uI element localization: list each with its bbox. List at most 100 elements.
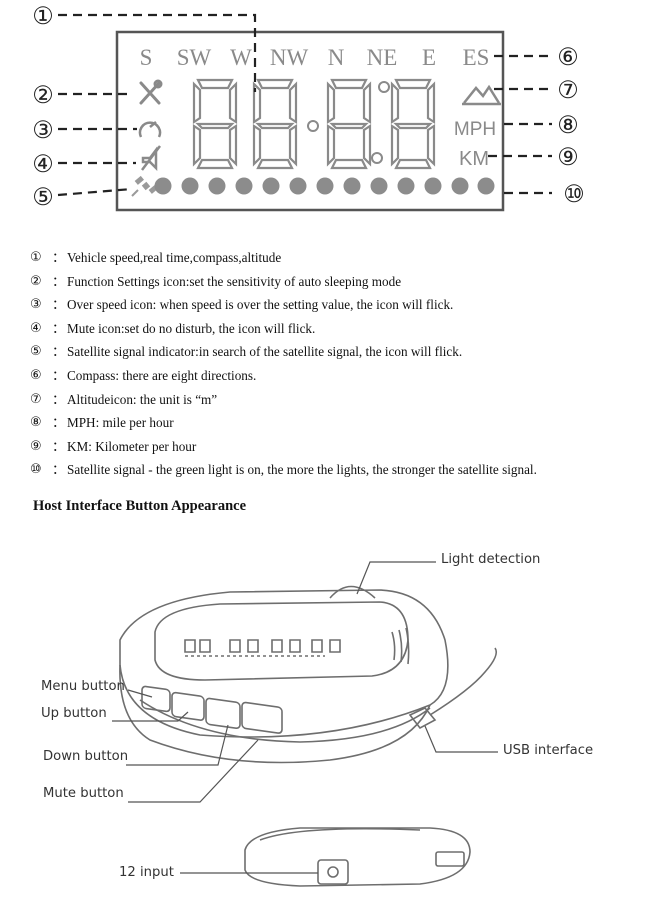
- legend-number: ②: [30, 273, 42, 289]
- signal-dot: [181, 177, 199, 195]
- legend-text: Compass: there are eight directions.: [67, 367, 257, 383]
- legend-text: KM: Kilometer per hour: [67, 438, 197, 454]
- legend-item: ② ：Function Settings icon:set the sensiti…: [30, 270, 650, 294]
- signal-dot: [154, 177, 172, 195]
- down-button-label: Down button: [43, 749, 129, 764]
- legend-separator: ：: [52, 250, 66, 265]
- legend-item: ⑩ ：Satellite signal - the green light is …: [30, 458, 650, 482]
- speedometer-icon: [138, 121, 162, 138]
- legend-number: ①: [30, 250, 42, 265]
- callout-number: ⑤: [32, 183, 54, 211]
- callout-number: ⑧: [557, 111, 579, 139]
- device-side-view: [244, 827, 471, 887]
- signal-dot: [343, 177, 361, 195]
- legend-separator: ：: [52, 320, 66, 336]
- callout-number: ①: [32, 2, 54, 30]
- callout-number: ②: [32, 81, 54, 109]
- legend-item: ⑦：Altitudeicon: the unit is “m”: [30, 388, 650, 412]
- decimal-point: [371, 152, 383, 164]
- device-body: [119, 585, 498, 764]
- legend-separator: ：: [52, 367, 66, 383]
- legend-text: Altitudeicon: the unit is “m”: [67, 391, 218, 407]
- callout-numbers: ① ② ③ ④ ⑤ ⑥ ⑦ ⑧ ⑨ ⑩: [32, 2, 585, 211]
- callout-number: ⑥: [557, 43, 579, 71]
- legend-number: ⑩: [30, 462, 42, 478]
- legend-item: ⑥ ：Compass: there are eight directions.: [30, 364, 650, 388]
- legend-item: ① ：Vehicle speed,real time,compass,altitu…: [30, 246, 650, 270]
- legend-item: ⑨ ：KM: Kilometer per hour: [30, 435, 650, 459]
- legend-separator: ：: [52, 273, 66, 289]
- digit: [390, 78, 436, 170]
- compass-direction: N: [328, 45, 345, 70]
- signal-dot: [208, 177, 226, 195]
- legend-text: Mute icon:set do no disturb, the icon wi…: [67, 320, 316, 336]
- legend-number: ⑥: [30, 367, 42, 383]
- tools-icon: [139, 79, 163, 105]
- compass-direction: NW: [270, 45, 309, 70]
- callout-number: ⑦: [557, 76, 579, 104]
- compass-labels: S SW W NW N NE E ES: [140, 45, 490, 70]
- km-unit-label: KM: [459, 148, 489, 170]
- legend-number: ③: [30, 297, 42, 313]
- legend-number: ④: [30, 320, 42, 336]
- mute-button-label: Mute button: [43, 786, 124, 801]
- compass-direction: NE: [367, 45, 398, 70]
- signal-dot: [370, 177, 388, 195]
- legend-number: ⑤: [30, 344, 42, 360]
- compass-direction: SW: [177, 45, 212, 70]
- digit: [192, 78, 238, 170]
- signal-dot: [262, 177, 280, 195]
- usb-interface-label: USB interface: [503, 743, 594, 758]
- legend-separator: ：: [52, 297, 66, 313]
- legend-text: Function Settings icon:set the sensitivi…: [67, 273, 402, 289]
- legend-separator: ：: [52, 415, 66, 431]
- signal-dot: [451, 177, 469, 195]
- leader-lines: [57, 13, 552, 197]
- lcd-diagram: S SW W NW N NE E ES: [32, 2, 585, 212]
- compass-direction: E: [422, 45, 436, 70]
- legend-number: ⑨: [30, 438, 42, 454]
- mountain-icon: [462, 84, 501, 106]
- digit: [252, 78, 298, 170]
- callout-number: ⑨: [557, 143, 579, 171]
- legend-separator: ：: [52, 462, 66, 478]
- legend-item: ③ ：Over speed icon: when speed is over th…: [30, 293, 650, 317]
- section-title: Host Interface Button Appearance: [33, 498, 247, 514]
- degree-symbol: [378, 81, 390, 93]
- signal-dot: [424, 177, 442, 195]
- legend-text: Satellite signal - the green light is on…: [67, 462, 537, 478]
- callout-number: ③: [32, 116, 54, 144]
- legend-separator: ：: [52, 438, 66, 454]
- callout-lines: [112, 561, 498, 874]
- legend-text: Satellite signal indicator:in search of …: [67, 344, 463, 360]
- lcd-frame: [115, 30, 505, 212]
- satellite-icon: [131, 175, 158, 197]
- digit: [326, 78, 372, 170]
- compass-direction: ES: [463, 45, 490, 70]
- legend-separator: ：: [52, 344, 66, 360]
- light-detection-label: Light detection: [441, 552, 541, 567]
- seven-segment-display: [192, 78, 436, 170]
- legend-separator: ：: [52, 391, 66, 407]
- input-12-label: 12 input: [119, 865, 174, 880]
- callout-number: ④: [32, 150, 54, 178]
- legend-item: ④ ：Mute icon:set do no disturb, the icon …: [30, 317, 650, 341]
- legend-item: ⑤ ：Satellite signal indicator:in search o…: [30, 340, 650, 364]
- signal-dot: [477, 177, 495, 195]
- menu-button-label: Menu button: [41, 679, 125, 694]
- up-button-label: Up button: [41, 706, 107, 721]
- legend-text: Over speed icon: when speed is over the …: [67, 297, 454, 313]
- legend-item: ⑧ ：MPH: mile per hour: [30, 411, 650, 435]
- compass-direction: S: [140, 45, 153, 70]
- legend-number: ⑧: [30, 415, 42, 431]
- signal-dot: [316, 177, 334, 195]
- mute-speaker-icon: [141, 145, 161, 172]
- legend-text: MPH: mile per hour: [67, 415, 174, 431]
- signal-dot: [397, 177, 415, 195]
- lcd-legend: ①：Vehicle speed,real time,compass,altitu…: [30, 246, 650, 482]
- legend-text: Vehicle speed,real time,compass,altitude: [67, 250, 282, 265]
- signal-dot: [235, 177, 253, 195]
- decimal-point: [307, 120, 319, 132]
- signal-dot: [289, 177, 307, 195]
